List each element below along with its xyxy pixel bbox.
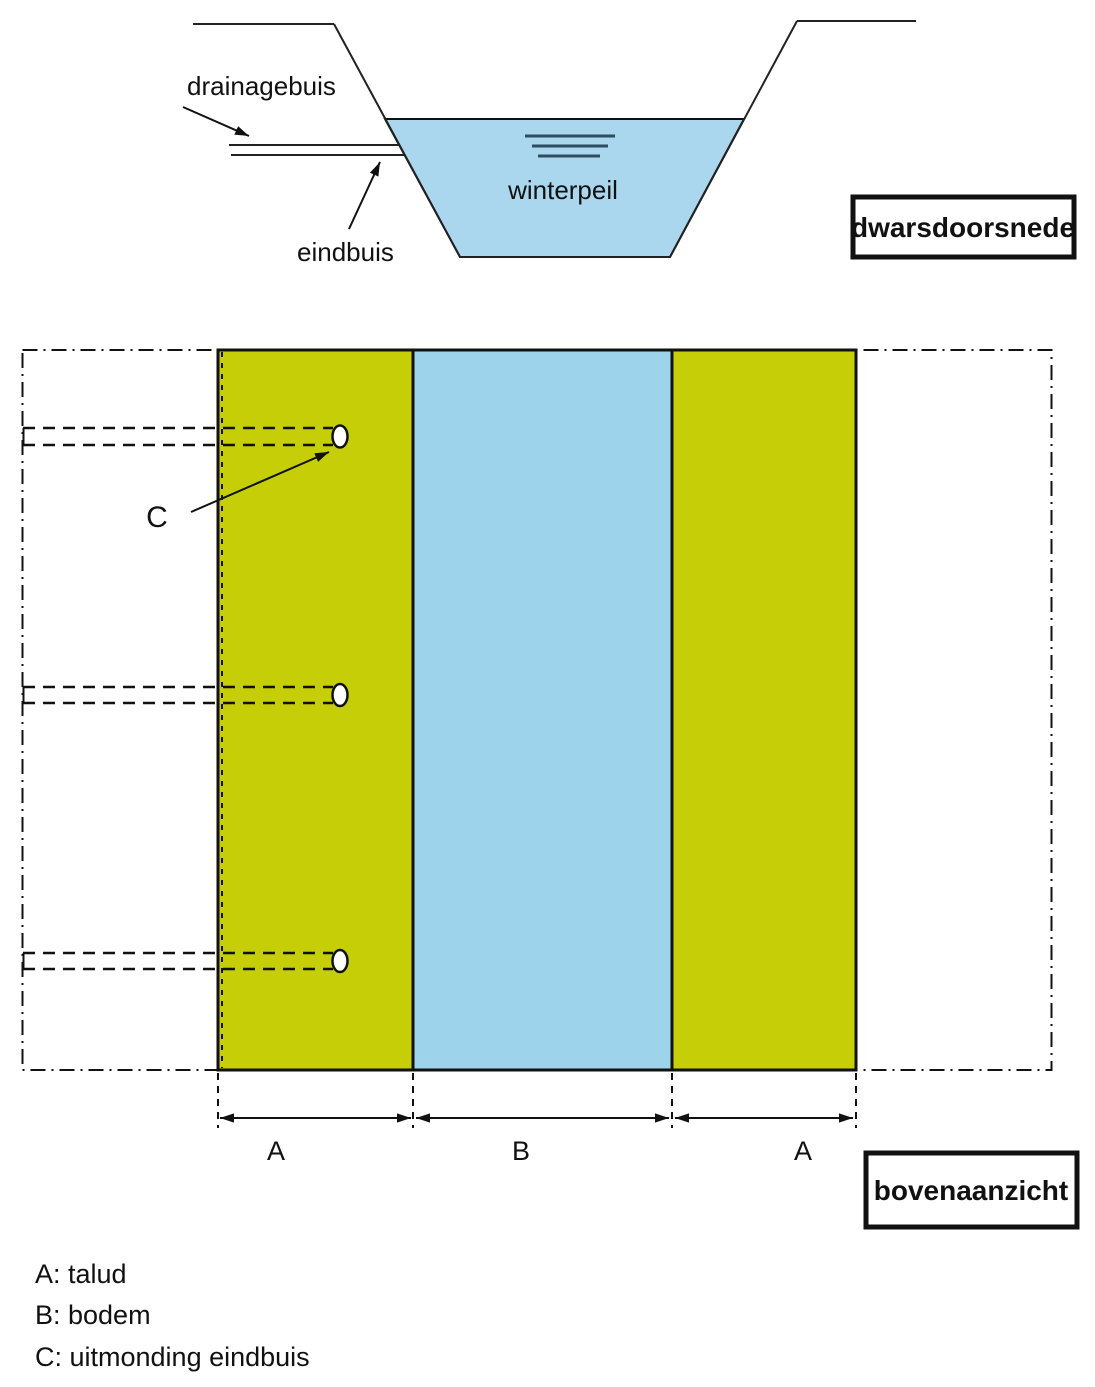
pipe-outlet-2 bbox=[331, 682, 349, 708]
bodem-band bbox=[413, 350, 672, 1070]
cross-section-caption-box bbox=[850, 194, 1077, 260]
drainagebuis-arrow bbox=[182, 106, 250, 137]
left-bank-slope bbox=[333, 23, 461, 258]
winterpeil-label: winterpeil bbox=[507, 175, 618, 205]
legend-item-talud: A: talud bbox=[35, 1259, 127, 1289]
ditch-area-border bbox=[216, 348, 858, 1072]
dim-label-b: B bbox=[512, 1136, 530, 1166]
talud-band-left bbox=[218, 350, 413, 1070]
cross-section-diagram: drainagebuis eindbuis winterpeil dwarsdo… bbox=[182, 20, 1077, 267]
eindbuis-label: eindbuis bbox=[297, 237, 394, 267]
drain-pipe-row-1 bbox=[22, 424, 349, 449]
legend: A: talud B: bodem C: uitmonding eindbuis bbox=[35, 1259, 310, 1372]
outlet-c-arrow bbox=[190, 451, 330, 513]
legend-item-uitmonding: C: uitmonding eindbuis bbox=[35, 1342, 310, 1372]
eindbuis-arrow bbox=[348, 161, 381, 230]
top-view-caption: bovenaanzicht bbox=[874, 1175, 1068, 1206]
drainage-pipe bbox=[229, 144, 405, 156]
top-view-diagram: C A B A bovenaanzicht bbox=[21, 348, 1080, 1230]
right-bank-slope bbox=[669, 20, 798, 258]
outlet-c-label: C bbox=[146, 501, 168, 534]
dim-label-a-left: A bbox=[267, 1136, 285, 1166]
legend-item-bodem: B: bodem bbox=[35, 1300, 151, 1330]
dim-label-a-right: A bbox=[794, 1136, 812, 1166]
talud-band-right bbox=[672, 350, 856, 1070]
drainagebuis-label: drainagebuis bbox=[187, 71, 336, 101]
drain-pipe-row-3 bbox=[22, 948, 349, 974]
water-surface-icon bbox=[525, 134, 615, 158]
top-view-caption-box bbox=[863, 1150, 1080, 1230]
cross-section-caption: dwarsdoorsnede bbox=[851, 212, 1075, 243]
drain-pipe-row-2 bbox=[22, 682, 349, 708]
pipe-outlet-1 bbox=[331, 424, 349, 449]
pipe-outlet-3 bbox=[331, 948, 349, 974]
